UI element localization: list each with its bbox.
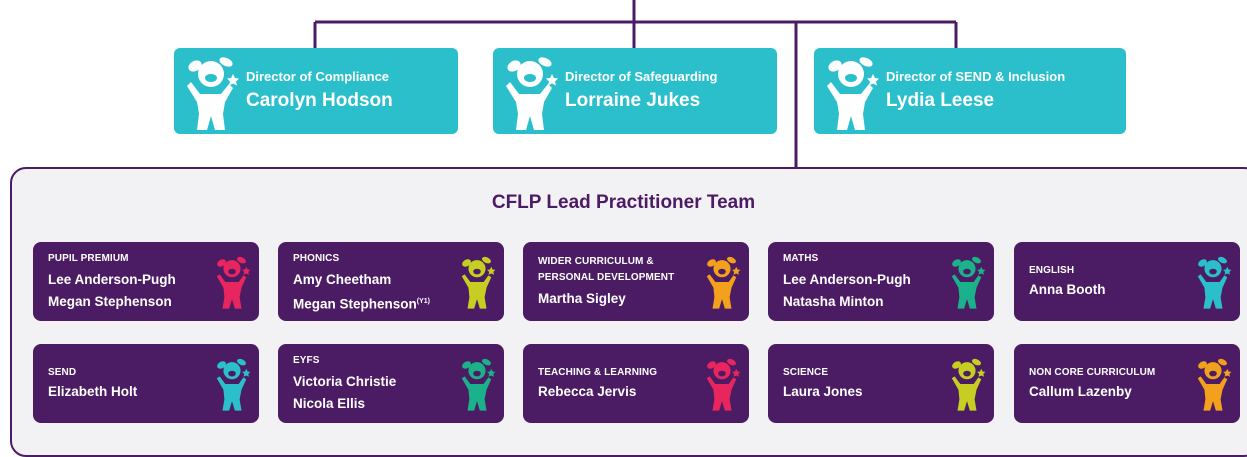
- card-category: MATHS: [783, 253, 819, 264]
- lp-card-wider-curriculum: WIDER CURRICULUM & PERSONAL DEVELOPMENT …: [523, 242, 749, 321]
- child-figure-icon: [461, 358, 496, 411]
- connector-lines: [313, 0, 958, 168]
- card-name: Megan Stephenson(Y1): [293, 292, 430, 314]
- child-figure-icon: [216, 358, 251, 411]
- card-category: PUPIL PREMIUM: [48, 253, 129, 264]
- lp-card-science: SCIENCE Laura Jones: [768, 344, 994, 423]
- director-role: Director of Compliance: [246, 69, 390, 84]
- child-figure-icon: [506, 57, 558, 130]
- lp-card-teaching-learning: TEACHING & LEARNING Rebecca Jervis: [523, 344, 749, 423]
- card-name: Natasha Minton: [783, 294, 884, 309]
- lp-card-non-core-curriculum: NON CORE CURRICULUM Callum Lazenby: [1014, 344, 1240, 423]
- lp-card-english: ENGLISH Anna Booth: [1014, 242, 1240, 321]
- director-card-compliance: Director of Compliance Carolyn Hodson: [174, 48, 458, 134]
- card-category: PERSONAL DEVELOPMENT: [538, 272, 675, 283]
- child-figure-icon: [187, 57, 239, 130]
- child-figure-icon: [706, 256, 741, 309]
- card-name: Lee Anderson-Pugh: [48, 272, 176, 287]
- card-category: WIDER CURRICULUM &: [538, 256, 654, 267]
- card-name-text: Megan Stephenson: [293, 296, 417, 312]
- child-figure-icon: [827, 57, 879, 130]
- card-name: Elizabeth Holt: [48, 384, 138, 399]
- child-figure-icon: [951, 256, 986, 309]
- lp-card-eyfs: EYFS Victoria Christie Nicola Ellis: [278, 344, 504, 423]
- card-name: Amy Cheetham: [293, 272, 392, 287]
- card-name: Anna Booth: [1029, 282, 1106, 297]
- card-category: TEACHING & LEARNING: [538, 367, 658, 378]
- lp-card-phonics: PHONICS Amy Cheetham Megan Stephenson(Y1…: [278, 242, 504, 321]
- card-name: Lee Anderson-Pugh: [783, 272, 911, 287]
- child-figure-icon: [1197, 256, 1232, 309]
- org-chart: Director of Compliance Carolyn Hodson Di…: [10, 0, 1247, 457]
- lp-card-pupil-premium: PUPIL PREMIUM Lee Anderson-Pugh Megan St…: [33, 242, 259, 321]
- card-name-note: (Y1): [416, 298, 430, 305]
- director-card-send: Director of SEND & Inclusion Lydia Leese: [814, 48, 1126, 134]
- card-name: Martha Sigley: [538, 291, 626, 306]
- card-name: Nicola Ellis: [293, 396, 366, 411]
- card-name: Victoria Christie: [293, 374, 397, 389]
- child-figure-icon: [1197, 358, 1232, 411]
- card-category: EYFS: [293, 355, 320, 366]
- child-figure-icon: [461, 256, 496, 309]
- director-name: Carolyn Hodson: [246, 90, 393, 111]
- director-name: Lorraine Jukes: [565, 90, 701, 111]
- child-figure-icon: [706, 358, 741, 411]
- card-category: ENGLISH: [1029, 265, 1075, 276]
- director-role: Director of SEND & Inclusion: [886, 69, 1066, 84]
- director-card-safeguarding: Director of Safeguarding Lorraine Jukes: [493, 48, 777, 134]
- card-category: SCIENCE: [783, 367, 829, 378]
- child-figure-icon: [216, 256, 251, 309]
- card-name: Callum Lazenby: [1029, 384, 1132, 399]
- card-name: Laura Jones: [783, 384, 863, 399]
- card-category: NON CORE CURRICULUM: [1029, 367, 1156, 378]
- lp-card-send: SEND Elizabeth Holt: [33, 344, 259, 423]
- card-name: Rebecca Jervis: [538, 384, 637, 399]
- lp-card-maths: MATHS Lee Anderson-Pugh Natasha Minton: [768, 242, 994, 321]
- card-category: SEND: [48, 367, 77, 378]
- team-title: CFLP Lead Practitioner Team: [491, 192, 756, 213]
- card-category: PHONICS: [293, 253, 340, 264]
- director-name: Lydia Leese: [886, 90, 995, 111]
- director-role: Director of Safeguarding: [565, 69, 718, 84]
- child-figure-icon: [951, 358, 986, 411]
- card-name: Megan Stephenson: [48, 294, 172, 309]
